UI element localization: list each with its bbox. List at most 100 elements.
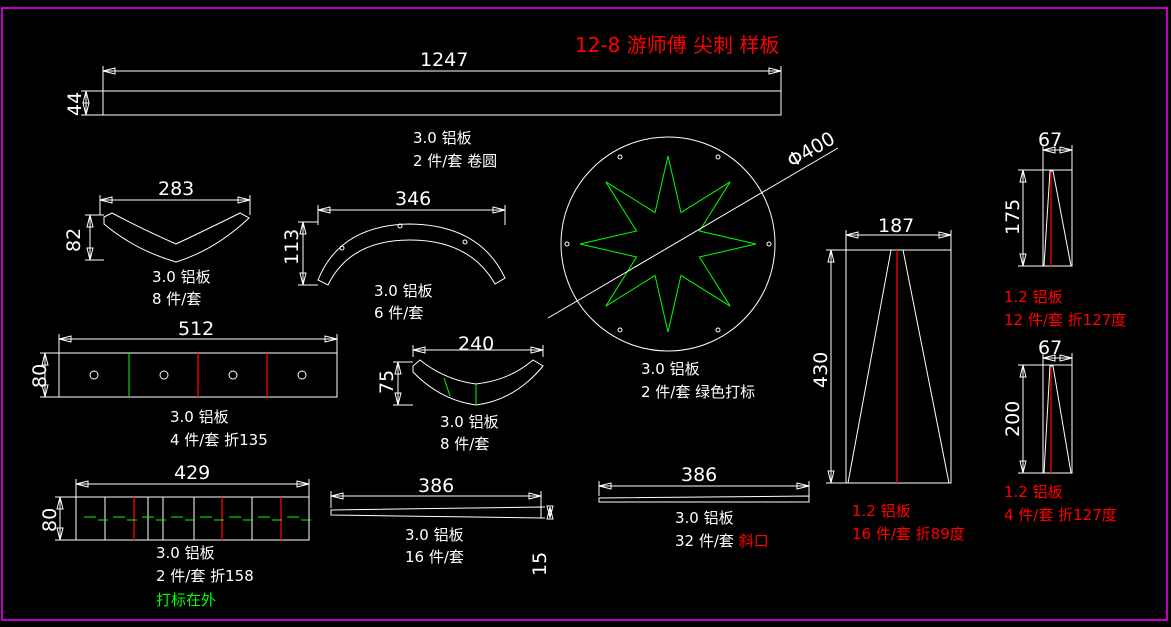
dimension-mark [237,196,251,204]
dimension-mark [766,241,772,247]
dimension-mark [412,346,426,354]
part-strip-386a[interactable]: 386 15 3.0 铝板 16 件/套 [330,475,551,576]
qty-label: 8 件/套 [440,435,489,453]
dimension-mark [394,361,402,375]
part-long-bar[interactable]: 1247 44 3.0 铝板 2 件/套 卷圆 [64,49,782,170]
material-label: 3.0 铝板 [405,526,464,544]
dimension-mark [1019,460,1027,474]
part-spike-175[interactable]: 67 175 1.2 铝板 12 件/套 折127度 [1002,129,1126,329]
dim-length: 386 [681,464,717,486]
material-label: 3.0 铝板 [156,544,215,562]
dim-width: 512 [178,318,214,340]
dimension-mark [796,482,810,490]
part-plate-512[interactable]: 512 80 3.0 铝板 4 件/套 折135 [29,318,338,449]
qty-label: 4 件/套 折135 [170,431,268,449]
dimension-mark [296,480,310,488]
dim-height: 80 [39,508,61,532]
dim-length: 1247 [420,49,468,71]
part-arc-283[interactable]: 283 82 3.0 铝板 8 件/套 [63,178,250,308]
qty-label: 12 件/套 折127度 [1004,311,1126,329]
dimension-mark [617,154,623,160]
drawing-title: 12-8 游师傅 尖刺 样板 [575,33,779,57]
dimension-mark [1059,354,1073,362]
dimension-mark [546,505,554,519]
qty-label: 2 件/套 卷圆 [413,152,497,170]
dim-height: 175 [1002,199,1024,235]
dim-width: 429 [174,462,210,484]
material-label: 3.0 铝板 [170,408,229,426]
dim-height: 75 [376,370,398,394]
marking-note: 打标在外 [156,591,216,609]
dim-height: 44 [64,92,86,116]
dimension-mark [299,272,307,286]
dim-diameter: Φ400 [784,128,839,173]
dim-width: 67 [1038,129,1062,151]
dimension-mark [845,231,859,239]
dimension-mark [56,527,64,541]
qty-label: 2 件/套 绿色打标 [641,383,755,401]
dimension-mark [528,492,542,500]
dimension-mark [598,482,612,490]
dimension-mark [317,206,331,214]
dim-width: 187 [878,215,914,237]
dimension-mark [99,196,113,204]
material-label: 3.0 铝板 [152,268,211,286]
dimension-mark [75,480,89,488]
material-label: 3.0 铝板 [641,360,700,378]
dimension-lines [40,66,1073,541]
qty-label: 8 件/套 [152,290,201,308]
sheet-frame [1,7,1168,621]
dimension-mark [82,102,90,116]
dimension-mark [1019,169,1027,183]
dimension-mark [492,206,506,214]
dimension-mark [41,352,49,366]
dimension-mark [86,247,94,261]
dim-width: 346 [395,188,431,210]
dim-height: 430 [810,352,832,388]
qty-label: 32 件/套 斜口 [675,532,769,550]
part-star-disc[interactable]: Φ400 3.0 铝板 2 件/套 绿色打标 [547,128,839,401]
dim-height: 15 [529,552,551,576]
dimension-mark [58,335,72,343]
qty-label: 2 件/套 折158 [156,567,254,585]
dimension-mark [394,392,402,406]
dimension-mark [1042,354,1056,362]
dim-width: 240 [458,333,494,355]
dim-height: 80 [29,364,51,388]
qty-label: 16 件/套 折89度 [852,525,965,543]
dimension-mark [564,241,570,247]
part-arc-346[interactable]: 346 113 3.0 铝板 6 件/套 [281,188,506,322]
dim-width: 67 [1038,337,1062,359]
part-spike-200[interactable]: 67 200 1.2 铝板 4 件/套 折127度 [1002,337,1117,524]
material-label: 3.0 铝板 [374,282,433,300]
qty-label: 6 件/套 [374,304,423,322]
dimension-mark [1019,364,1027,378]
qty-label: 16 件/套 [405,548,464,566]
material-label: 1.2 铝板 [1004,288,1063,306]
part-plate-429[interactable]: 429 80 3.0 铝板 2 件/套 折158 打标在外 [39,462,310,609]
dimension-mark [56,496,64,510]
part-cone-187[interactable]: 187 430 1.2 铝板 16 件/套 折89度 [810,215,965,543]
material-label: 3.0 铝板 [675,509,734,527]
dimension-mark [617,327,623,333]
dimension-mark [715,154,721,160]
dim-width: 283 [158,178,194,200]
dimension-mark [102,67,116,75]
dimension-mark [1019,253,1027,267]
dimension-mark [827,249,835,263]
qty-label: 4 件/套 折127度 [1004,506,1117,524]
dimension-mark [530,346,544,354]
dim-height: 82 [63,228,85,252]
dim-length: 386 [418,475,454,497]
dimension-mark [938,231,952,239]
dimension-mark [324,335,338,343]
part-strip-386b[interactable]: 386 3.0 铝板 32 件/套 斜口 [598,464,810,550]
bevel-note: 斜口 [739,532,769,550]
dimension-mark [1059,146,1073,154]
dimension-mark [41,384,49,398]
dimension-mark [827,470,835,484]
dimension-mark [1042,146,1056,154]
dimension-mark [768,67,782,75]
dim-height: 113 [281,229,303,265]
